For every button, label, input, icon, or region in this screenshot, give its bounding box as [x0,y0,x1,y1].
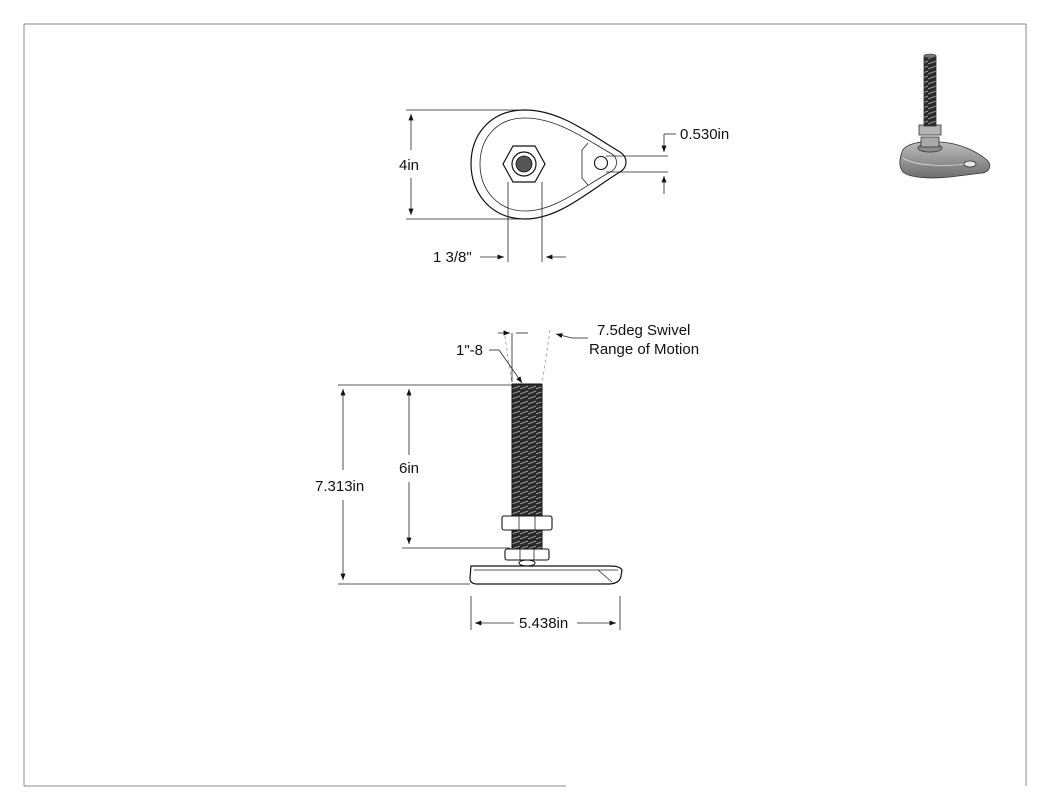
mounting-hole [593,155,609,171]
drawing-frame [23,23,1027,787]
swivel-label-line2: Range of Motion [589,341,699,358]
dim-base-height: 4in [399,157,419,174]
dim-overall-height: 7.313in [315,478,364,495]
thread-spec-label: 1"-8 [456,342,483,359]
isometric-view [899,53,991,179]
base-inner-rim [479,117,617,212]
iso-base [899,141,991,179]
dim-base-width: 5.438in [519,615,568,632]
top-view: 4in 0.530in 1 3/8" [399,109,729,266]
side-view: 1"-8 7.5deg Swivel Range of Motion 7.313… [315,322,699,632]
base-pad-side [469,565,623,585]
iso-stud [923,55,937,127]
base-outline-top [470,109,627,220]
jam-nut-upper [501,515,553,531]
swivel-label-line1: 7.5deg Swivel [597,322,690,339]
jam-nut-lower [504,548,550,561]
dim-nut-size: 1 3/8" [433,249,472,266]
dim-stud-height: 6in [399,460,419,477]
dim-hole-diameter: 0.530in [680,126,729,143]
threaded-stud [511,383,543,521]
